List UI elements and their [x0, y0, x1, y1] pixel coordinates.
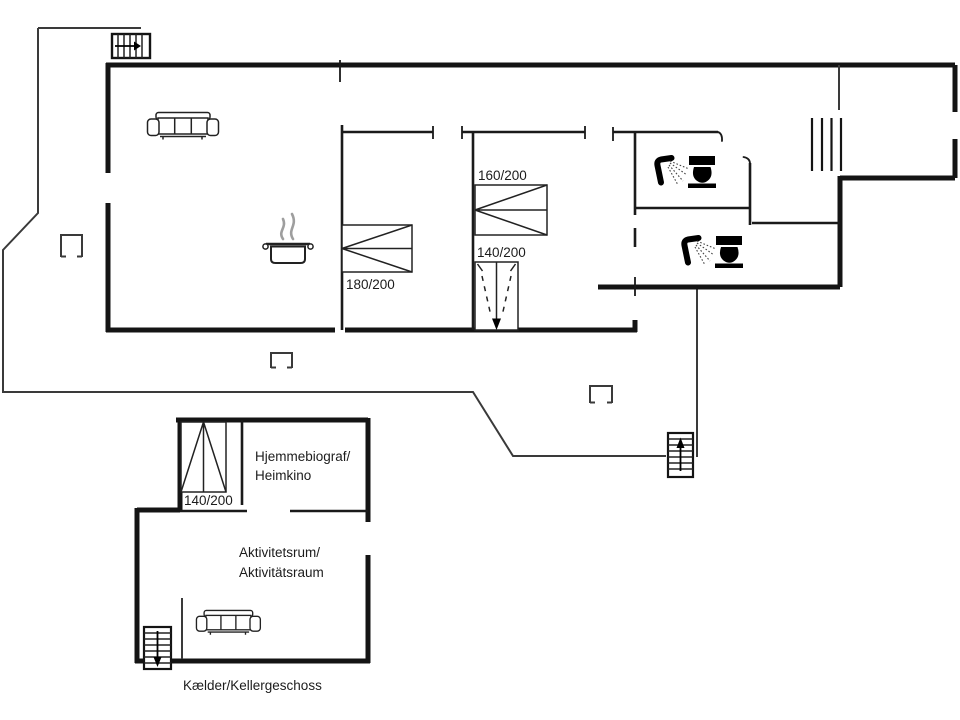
basement-interior-walls: [180, 420, 368, 513]
home-cinema-label-1: Hjemmebiograf/: [255, 449, 351, 464]
main-floor-interior-walls: [340, 125, 840, 330]
bed-140-main-label: 140/200: [477, 245, 526, 260]
bed-160-label: 160/200: [478, 168, 527, 183]
bed-140x200-basement: [180, 421, 227, 493]
bathroom-top-icons: [657, 156, 716, 188]
post-icon: [270, 352, 293, 369]
terrace-stairs-icon: [666, 431, 695, 479]
post-icon: [589, 385, 613, 404]
bathroom-bottom-icons: [684, 236, 743, 268]
entrance-stairs-icon: [110, 32, 152, 60]
sofa-icon: [146, 111, 220, 141]
stove-pot-icon: [262, 212, 314, 264]
bed-140-basement-label: 140/200: [184, 493, 233, 508]
post-icon: [60, 234, 83, 258]
bed-180-label: 180/200: [346, 277, 395, 292]
steam-icon: [279, 212, 296, 241]
activity-room-label-2: Aktivitätsraum: [239, 565, 324, 580]
terrace-outline: [1, 27, 698, 457]
basement-outer-walls: [134, 417, 371, 664]
bed-140x200: [474, 261, 519, 331]
entry-steps-icon: [810, 118, 843, 171]
door-curves: [717, 131, 751, 164]
home-cinema-label-2: Heimkino: [255, 468, 311, 483]
activity-room-label-1: Aktivitetsrum/: [239, 545, 320, 560]
basement-floor-label: Kælder/Kellergeschoss: [183, 678, 322, 693]
sofa-icon-basement: [195, 609, 262, 636]
door-jamb-ticks: [339, 60, 636, 296]
basement-stairs-icon: [142, 625, 173, 671]
bed-160x200: [474, 184, 548, 236]
bed-180x200: [341, 224, 413, 273]
